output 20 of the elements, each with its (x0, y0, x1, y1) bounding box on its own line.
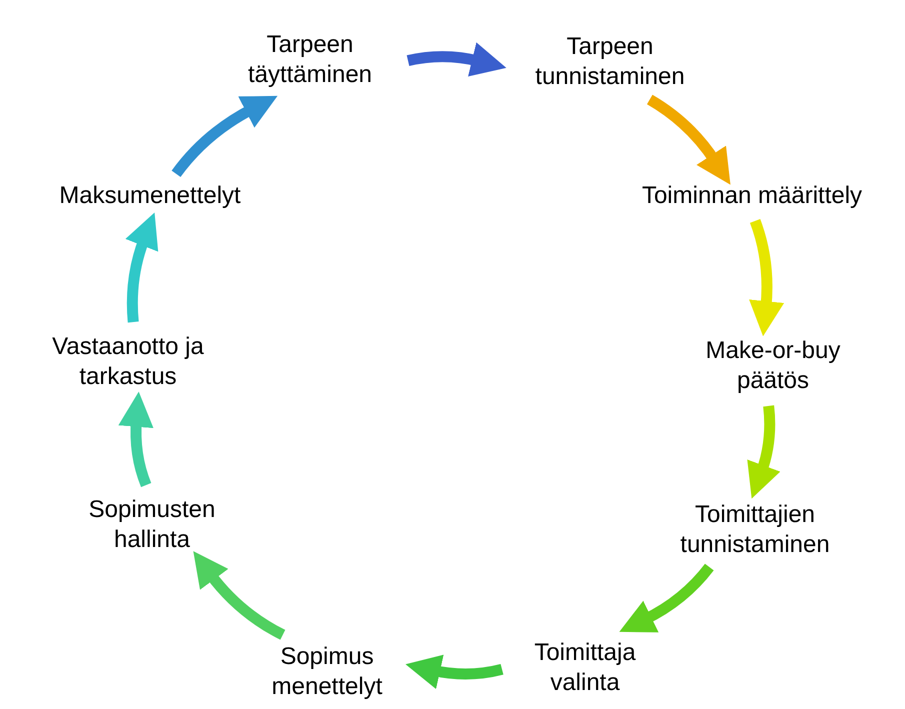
step-label: Toimittaja valinta (533, 638, 637, 698)
arrow (748, 219, 784, 336)
step-label: Sopimus menettelyt (270, 642, 384, 702)
arrow (746, 405, 780, 499)
arrow (125, 212, 158, 322)
arrow (172, 95, 278, 178)
step-label: Tarpeen tunnistaminen (534, 32, 686, 92)
arrow (118, 392, 154, 488)
step-label: Toimittajien tunnistaminen (679, 500, 831, 560)
step-label: Tarpeen täyttäminen (246, 30, 374, 90)
arrow (646, 94, 731, 184)
arrow (406, 42, 506, 77)
step-label: Toiminnan määrittely (642, 181, 862, 211)
arrow (405, 654, 504, 689)
step-label: Maksumenettelyt (59, 181, 241, 211)
step-label: Make-or-buy päätös (704, 336, 842, 396)
arrow (620, 564, 714, 632)
step-label: Vastaanotto ja tarkastus (51, 332, 205, 392)
arrow (192, 551, 286, 640)
step-label: Sopimusten hallinta (88, 495, 216, 555)
